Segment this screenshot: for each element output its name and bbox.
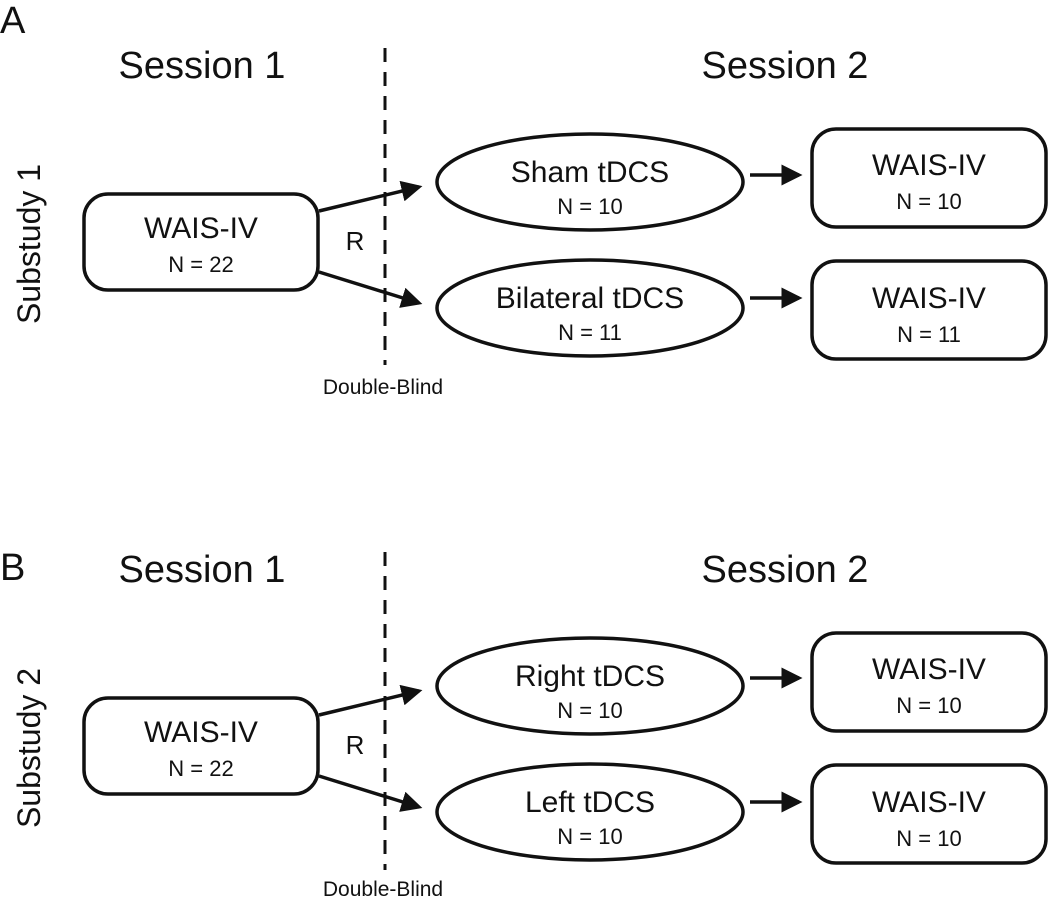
- randomization-arrow-upper: [318, 180, 423, 213]
- baseline-title: WAIS-IV: [144, 212, 258, 245]
- session-1-label: Session 1: [119, 549, 286, 591]
- condition-n: N = 10: [557, 824, 622, 849]
- outcome-title: WAIS-IV: [872, 786, 986, 819]
- outcome-box-upper: WAIS-IV N = 10: [810, 631, 1048, 733]
- randomization-arrow-lower: [318, 270, 423, 308]
- outcome-box-lower: WAIS-IV N = 10: [810, 763, 1048, 865]
- condition-ellipse-lower: Left tDCS N = 10: [435, 762, 745, 862]
- substudy-label: Substudy 2: [11, 668, 47, 828]
- outcome-box-upper: WAIS-IV N = 10: [810, 127, 1048, 229]
- outcome-title: WAIS-IV: [872, 653, 986, 686]
- substudy-label: Substudy 1: [11, 164, 47, 324]
- baseline-n: N = 22: [168, 252, 233, 277]
- session-2-label: Session 2: [702, 45, 869, 87]
- double-blind-label: Double-Blind: [323, 878, 443, 900]
- panel-letter: B: [0, 547, 25, 589]
- outcome-n: N = 10: [896, 189, 961, 214]
- session-2-label: Session 2: [702, 549, 869, 591]
- condition-n: N = 10: [557, 698, 622, 723]
- randomization-arrow-lower: [318, 774, 423, 812]
- session-1-label: Session 1: [119, 45, 286, 87]
- condition-n: N = 11: [558, 320, 622, 345]
- outcome-title: WAIS-IV: [872, 282, 986, 315]
- condition-label: Sham tDCS: [511, 156, 669, 189]
- condition-label: Left tDCS: [525, 786, 655, 819]
- outcome-n: N = 10: [896, 693, 961, 718]
- baseline-title: WAIS-IV: [144, 716, 258, 749]
- baseline-box: WAIS-IV N = 22: [82, 696, 320, 796]
- baseline-box: WAIS-IV N = 22: [82, 192, 320, 292]
- double-blind-label: Double-Blind: [323, 376, 443, 399]
- outcome-n: N = 11: [897, 322, 961, 347]
- condition-label: Right tDCS: [515, 660, 665, 693]
- panel-a: A Session 1 Session 2 Substudy 1 Double-…: [0, 0, 1048, 399]
- randomization-label: R: [346, 730, 365, 760]
- condition-ellipse-upper: Right tDCS N = 10: [435, 636, 745, 736]
- condition-n: N = 10: [557, 194, 622, 219]
- panel-b: B Session 1 Session 2 Substudy 2 Double-…: [0, 547, 1048, 900]
- baseline-n: N = 22: [168, 756, 233, 781]
- outcome-title: WAIS-IV: [872, 149, 986, 182]
- randomization-label: R: [346, 226, 365, 256]
- condition-ellipse-upper: Sham tDCS N = 10: [435, 132, 745, 232]
- outcome-n: N = 10: [896, 826, 961, 851]
- panel-letter: A: [0, 0, 26, 42]
- outcome-box-lower: WAIS-IV N = 11: [810, 259, 1048, 361]
- condition-ellipse-lower: Bilateral tDCS N = 11: [435, 258, 745, 358]
- randomization-arrow-upper: [318, 684, 423, 717]
- condition-label: Bilateral tDCS: [496, 282, 684, 315]
